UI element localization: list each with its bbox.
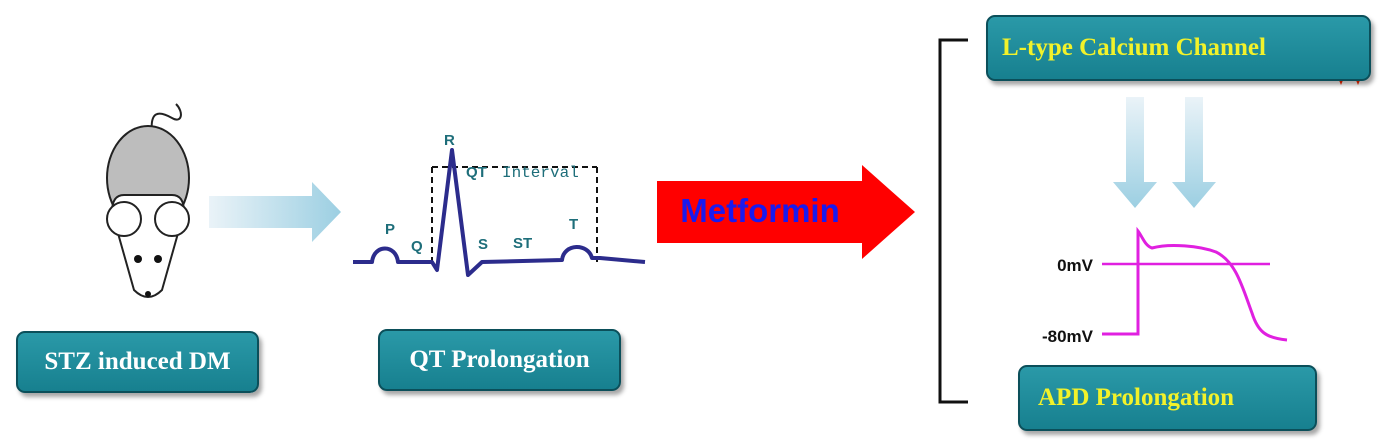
ecg-qt-label: QT [466,164,487,181]
ecg-t-label: T [569,216,578,233]
ecg-q-label: Q [411,238,423,255]
metformin-label: Metformin [680,192,840,229]
ecg-p-label: P [385,221,395,238]
qt-box: QT Prolongation [378,329,621,391]
action-potential-plot: 0mV -80mV [1042,226,1288,346]
apd-box: APD Prolongation [1018,365,1317,431]
ap-zero-label: 0mV [1057,256,1094,275]
ecg-s-label: S [478,236,488,253]
stz-box: STZ induced DM [16,331,259,393]
ap-rest-label: -80mV [1042,327,1094,346]
down-arrow-2 [1172,97,1216,208]
ecg-waveform: R QT Interval P Q S ST T [353,132,646,277]
apd-label: APD Prolongation [1038,384,1235,411]
calcium-box: L-type Calcium Channel [986,15,1371,81]
calcium-label: L-type Calcium Channel [1002,34,1266,61]
mouse-icon [106,103,190,298]
stz-label: STZ induced DM [44,348,231,375]
qt-label: QT Prolongation [409,346,590,373]
ecg-st-label: ST [513,235,532,252]
down-arrow-1 [1113,97,1157,208]
metformin-arrow [657,165,915,259]
bracket [938,38,968,404]
ecg-r-label: R [444,132,455,149]
flow-arrow-1 [209,182,341,242]
ecg-interval-label: Interval [502,164,579,182]
